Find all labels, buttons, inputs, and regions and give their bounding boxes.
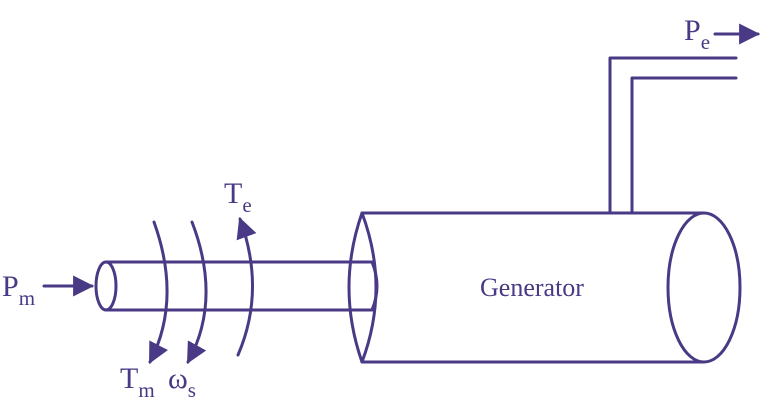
output-leads bbox=[608, 56, 738, 215]
label-pe: Pe bbox=[684, 14, 710, 54]
mechanical-torque-arrow bbox=[148, 220, 169, 364]
label-te: Te bbox=[224, 177, 252, 217]
label-omega-s: ωs bbox=[168, 362, 196, 402]
label-pm-sub: m bbox=[19, 286, 35, 310]
label-omega-sub: s bbox=[188, 378, 196, 402]
label-tm: Tm bbox=[120, 362, 155, 402]
electrical-torque-arrow bbox=[236, 217, 257, 357]
label-pe-main: P bbox=[684, 14, 701, 47]
shaft bbox=[94, 260, 379, 312]
label-te-sub: e bbox=[242, 193, 251, 217]
speed-arrow bbox=[186, 220, 208, 364]
label-pe-sub: e bbox=[701, 30, 710, 54]
label-omega-main: ω bbox=[168, 362, 188, 395]
label-tm-main: T bbox=[120, 362, 138, 395]
generator-label: Generator bbox=[480, 273, 584, 302]
label-tm-sub: m bbox=[138, 378, 154, 402]
label-pm: Pm bbox=[2, 270, 35, 310]
label-pm-main: P bbox=[2, 270, 19, 303]
generator-body bbox=[347, 211, 742, 364]
label-te-main: T bbox=[224, 177, 242, 210]
